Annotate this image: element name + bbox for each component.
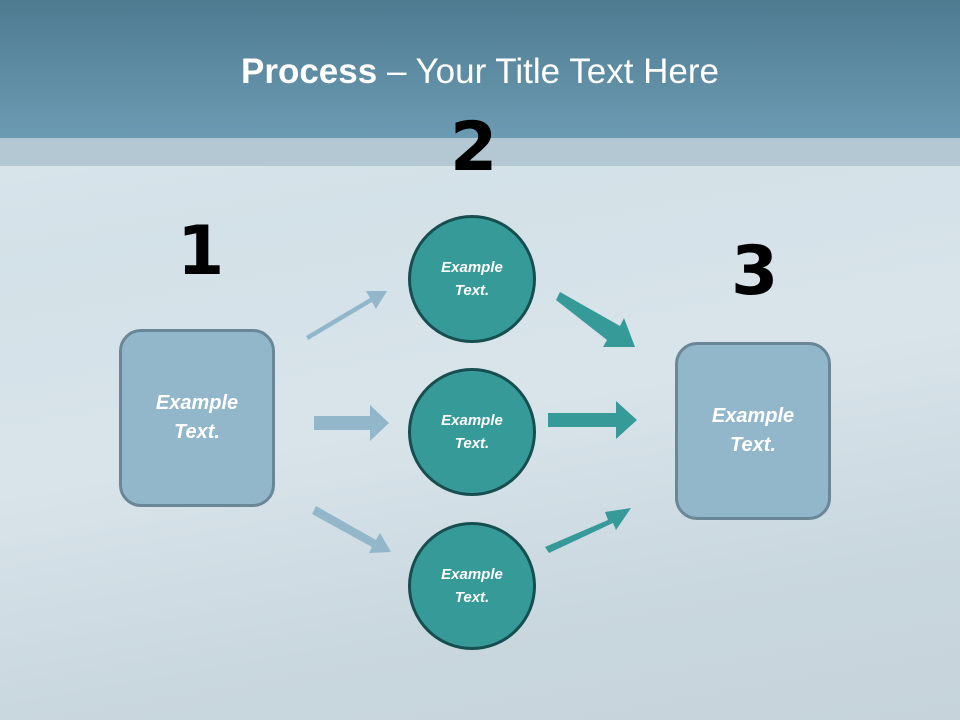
arrow-middle-to-right bbox=[548, 401, 637, 439]
node-text-line1: Example bbox=[441, 259, 503, 276]
node-text-line2: Text. bbox=[174, 421, 220, 443]
node-text-line2: Text. bbox=[454, 435, 490, 452]
title-bar bbox=[0, 0, 960, 138]
arrow-top-to-right bbox=[556, 292, 635, 347]
title-bold: Process bbox=[241, 52, 378, 91]
node-text-line1: Example bbox=[441, 566, 503, 583]
step-number-2: 2 bbox=[450, 108, 498, 187]
slide-title: Process – Your Title Text Here bbox=[0, 52, 960, 92]
arrow-bottom-to-right bbox=[545, 508, 631, 553]
node-text-line2: Text. bbox=[730, 434, 776, 456]
title-rest: – Your Title Text Here bbox=[377, 52, 719, 91]
arrow-left-to-top bbox=[306, 291, 387, 340]
arrow-left-to-bottom bbox=[312, 506, 391, 553]
arrow-left-to-middle bbox=[314, 405, 389, 441]
step-number-1: 1 bbox=[177, 212, 225, 291]
node-text-line1: Example bbox=[711, 405, 795, 427]
node-text-line2: Text. bbox=[454, 589, 490, 606]
node-text-line1: Example bbox=[155, 392, 239, 414]
node-text-line2: Text. bbox=[454, 282, 490, 299]
node-text-line1: Example bbox=[441, 412, 503, 429]
step-number-3: 3 bbox=[731, 232, 779, 311]
header-band bbox=[0, 138, 960, 166]
